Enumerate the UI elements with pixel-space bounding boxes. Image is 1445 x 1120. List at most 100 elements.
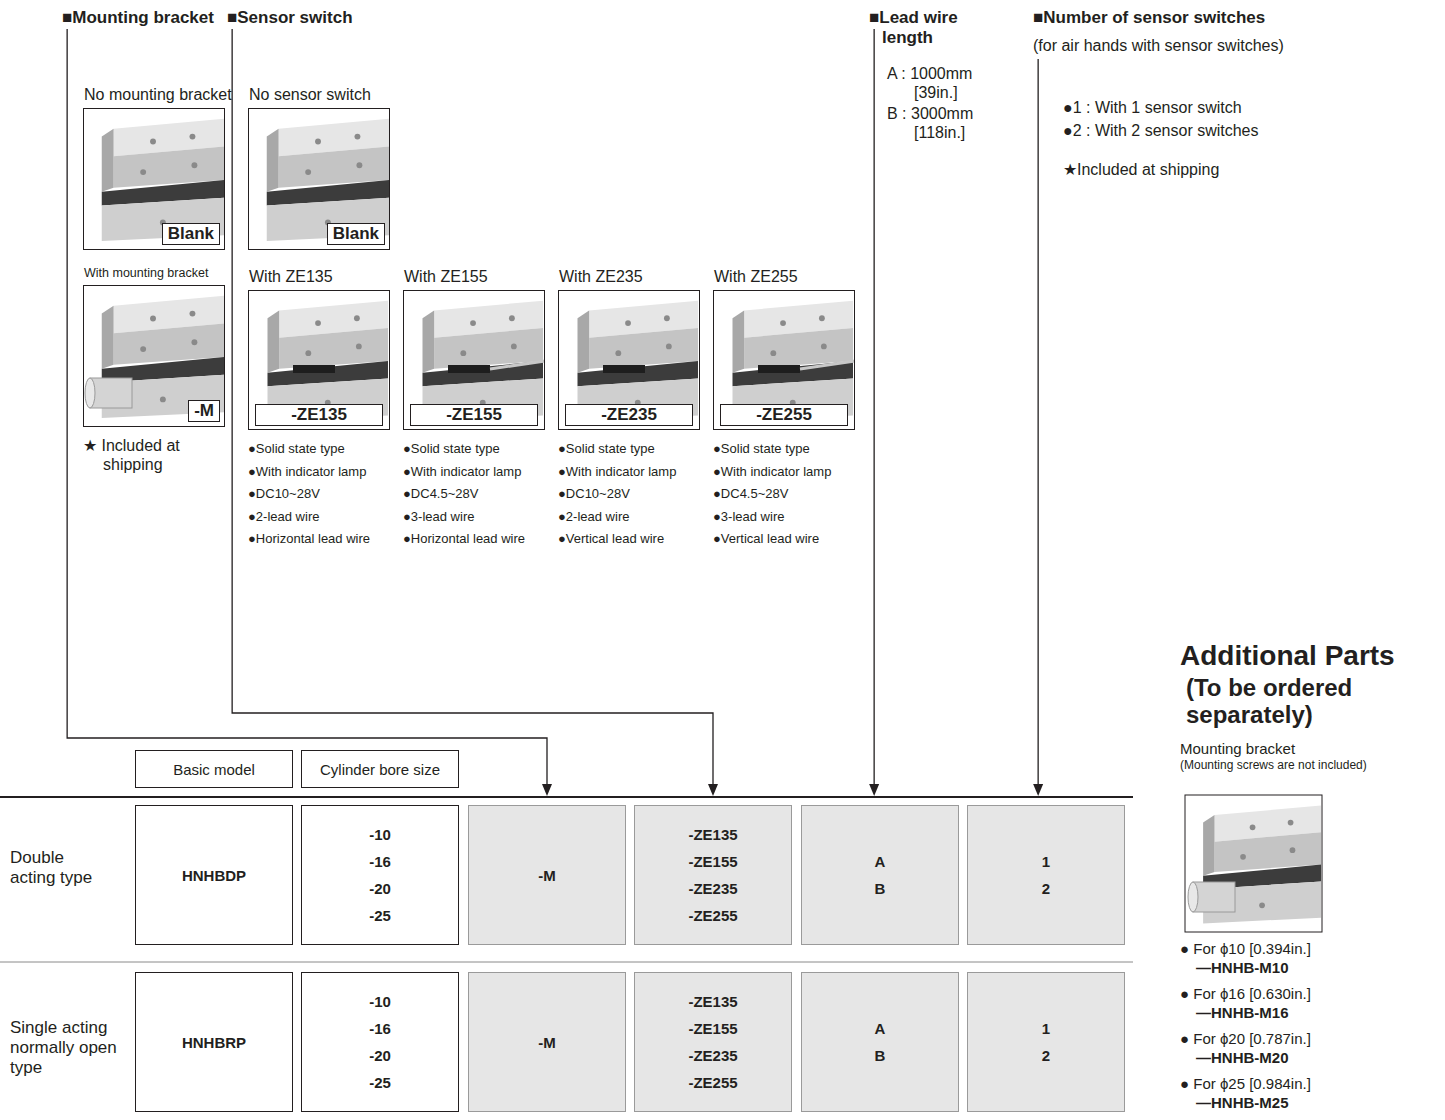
note: (for air hands with sensor switches) [1033,36,1284,55]
bore-size: ● For ϕ25 [0.984in.] [1180,1075,1311,1093]
option-cell: -ZE135-ZE155-ZE235-ZE255 [634,972,792,1112]
note: (Mounting screws are not included) [1180,758,1367,773]
code-tag: Blank [327,223,385,245]
option-code: 1 [1042,1015,1050,1042]
arrowhead [869,784,879,796]
option-code: -25 [369,1069,391,1096]
option-code: -M [538,862,556,889]
part-number: —HNHB-M10 [1196,959,1289,977]
spec-item: ●Solid state type [403,440,500,458]
table-cell: HNHBDP [135,805,293,945]
bore-size: ● For ϕ10 [0.394in.] [1180,940,1311,958]
option-code: -ZE255 [688,902,737,929]
spec-item: ●Vertical lead wire [558,530,664,548]
option-code: -ZE135 [688,821,737,848]
option-photo: With ZE235-ZE235 [558,290,700,430]
option-photo: With ZE155-ZE155 [403,290,545,430]
part-number: —HNHB-M16 [1196,1004,1289,1022]
header-box: Cylinder bore size [301,750,459,788]
option-code: 2 [1042,875,1050,902]
leader-line [67,29,547,786]
column-header: Basic model [173,756,255,783]
spec-item: ●With indicator lamp [558,463,676,481]
code-tag: -ZE255 [720,404,848,426]
option-text: ●2 : With 2 sensor switches [1063,121,1259,140]
option-text: B : 3000mm [118in.] [887,104,999,142]
spec-item: ●With indicator lamp [248,463,366,481]
bracket-cylinder [1188,882,1198,912]
leader-line [873,29,874,786]
sensor-switch [448,365,490,373]
photo-frame [1185,795,1322,932]
option-cell: AB [801,972,959,1112]
lead-wire [800,361,855,369]
arrowhead [708,784,718,796]
option-caption: With ZE155 [404,267,554,286]
option-photo: With mounting bracket-M [83,285,225,427]
spec-item: ●2-lead wire [248,508,319,526]
option-code: -10 [369,821,391,848]
heading: ■Number of sensor switches [1033,8,1265,28]
code-tag: Blank [162,223,220,245]
option-code: -ZE155 [688,848,737,875]
bore-size: ● For ϕ16 [0.630in.] [1180,985,1311,1003]
spec-item: ●DC10~28V [248,485,320,503]
option-code: -ZE235 [688,1042,737,1069]
option-code: -25 [369,902,391,929]
heading: ■Sensor switch [227,8,353,28]
table-cell: -10-16-20-25 [301,805,459,945]
leader-line [232,29,713,786]
spec-item: ●With indicator lamp [713,463,831,481]
option-code: HNHBRP [182,1029,246,1056]
option-code: 1 [1042,848,1050,875]
option-code: -16 [369,848,391,875]
option-code: -20 [369,1042,391,1069]
section-title: (To be ordered separately) [1186,674,1391,728]
option-code: 2 [1042,1042,1050,1069]
code-tag: -ZE235 [565,404,693,426]
option-code: -ZE155 [688,1015,737,1042]
option-code: -10 [369,988,391,1015]
section-title: Additional Parts [1180,640,1395,672]
code-tag: -ZE155 [410,404,538,426]
bore-size: ● For ϕ20 [0.787in.] [1180,1030,1311,1048]
row-label: Single acting normally open type [10,1018,132,1078]
spec-item: ●3-lead wire [713,508,784,526]
option-text: ●1 : With 1 sensor switch [1063,98,1242,117]
spec-item: ●Horizontal lead wire [403,530,525,548]
option-code: A [875,848,886,875]
option-photo: No mounting bracketBlank [83,108,225,250]
option-caption: With ZE135 [249,267,399,286]
table-rule [0,962,1133,963]
note: ★ Included at shipping [83,436,223,474]
option-cell: -ZE135-ZE155-ZE235-ZE255 [634,805,792,945]
leader-line [1037,59,1038,786]
spec-item: ●With indicator lamp [403,463,521,481]
column-header: Cylinder bore size [320,756,440,783]
option-code: B [875,1042,886,1069]
arrowhead [542,784,552,796]
option-caption: With mounting bracket [84,266,234,281]
option-cell: -M [468,805,626,945]
option-code: -16 [369,1015,391,1042]
spec-item: ●2-lead wire [558,508,629,526]
part-name: Mounting bracket [1180,740,1295,758]
part-number: —HNHB-M25 [1196,1094,1289,1112]
option-cell: 12 [967,805,1125,945]
spec-item: ●DC4.5~28V [403,485,478,503]
option-text: A : 1000mm [39in.] [887,64,997,102]
bracket-cylinder [85,378,95,408]
option-caption: No mounting bracket [84,85,234,104]
part-number: —HNHB-M20 [1196,1049,1289,1067]
code-tag: -ZE135 [255,404,383,426]
option-photo: No sensor switchBlank [248,108,390,250]
spec-item: ●Solid state type [713,440,810,458]
heading: ■Lead wire length [869,8,981,48]
lead-wire [490,361,545,369]
spec-item: ●DC4.5~28V [713,485,788,503]
sensor-switch [603,365,645,373]
option-photo: With ZE255-ZE255 [713,290,855,430]
option-caption: No sensor switch [249,85,399,104]
table-cell: HNHBRP [135,972,293,1112]
sensor-switch [293,365,335,373]
